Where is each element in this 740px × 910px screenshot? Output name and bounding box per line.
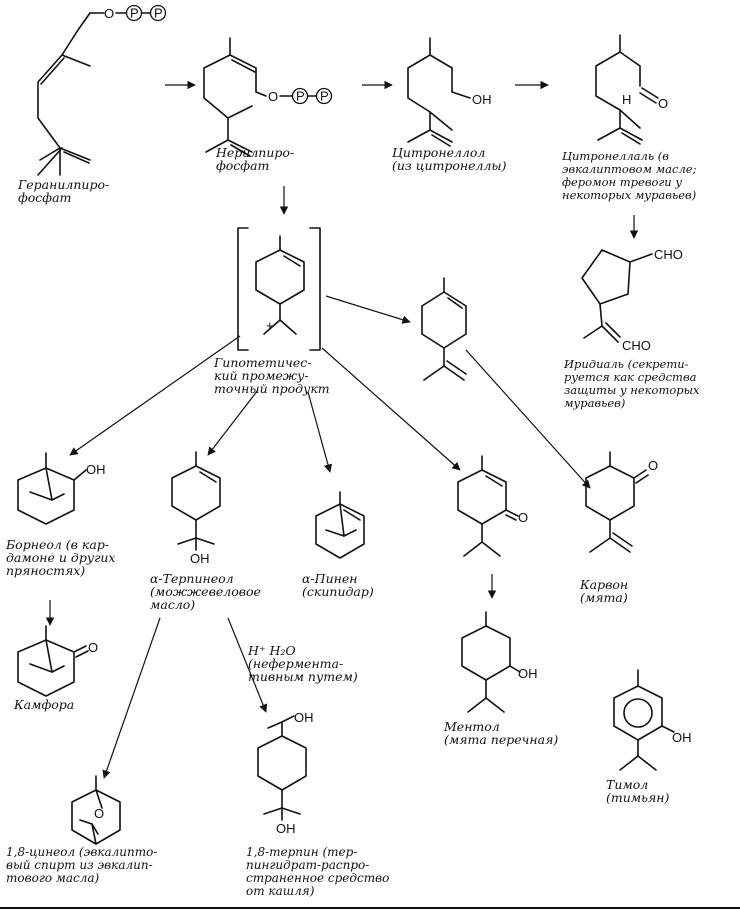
citronellal-o: O	[658, 96, 668, 111]
arrow-to-cineol	[102, 617, 161, 779]
terpineol-oh: OH	[190, 551, 210, 566]
label-pinene: α-Пинен(скипидар)	[302, 571, 374, 599]
label-camphor: Камфора	[14, 697, 75, 712]
intermediate-structure	[237, 227, 321, 351]
arrow-to-piperitone	[321, 347, 461, 471]
citronellal-h: H	[622, 92, 631, 107]
phosphate-circle-1	[125, 4, 143, 22]
label-citronellol: Цитронеллол(из цитронеллы)	[392, 145, 507, 173]
terpin-oh-bottom: OH	[276, 821, 296, 836]
label-terpin: 1,8-терпин (тер-пингидрат-распро-странен…	[246, 845, 390, 898]
citronellol-oh: OH	[472, 92, 492, 107]
carvone-structure	[585, 451, 649, 553]
cineol-structure	[71, 775, 121, 845]
arrow-to-terpineol	[207, 389, 259, 456]
neryl-phosphate-circle-2	[315, 87, 333, 105]
neryl-phosphate-circle-1	[291, 87, 309, 105]
phosphate-circle-2	[149, 4, 167, 22]
citronellol-structure	[407, 37, 471, 147]
carvone-o: O	[648, 458, 658, 473]
label-intermediate: Гипотетичес-кий промежу-точный продукт	[214, 355, 330, 396]
terpin-structure	[257, 715, 307, 821]
limonene-structure	[421, 277, 467, 381]
terpineol-structure	[171, 451, 221, 551]
neryl-phosphate-1: P	[296, 89, 305, 104]
bottom-rule	[0, 907, 740, 909]
citronellal-structure	[595, 34, 659, 145]
borneol-oh: OH	[86, 462, 106, 477]
label-cineol: 1,8-цинеол (эвкалипто-вый спирт из эвкал…	[6, 845, 158, 885]
neryl-pyrophosphate-structure	[203, 37, 317, 157]
iridial-cho-2: CHO	[622, 338, 651, 353]
neryl-phosphate-2: P	[320, 89, 329, 104]
geranyl-pyrophosphate-structure	[37, 12, 151, 176]
camphor-structure	[17, 625, 89, 697]
thymol-structure	[613, 669, 675, 771]
arrow-intermediate-to-limonene	[325, 295, 411, 324]
arrow-limonene-to-carvone	[465, 349, 591, 489]
arrow-to-borneol	[69, 335, 241, 456]
label-geranyl-pyrophosphate: Геранилпиро-фосфат	[18, 177, 110, 205]
neryl-oxygen: O	[268, 89, 278, 104]
iridial-structure	[581, 249, 653, 343]
cineol-o: O	[94, 806, 104, 821]
label-carvone: Карвон(мята)	[580, 577, 629, 605]
phosphate-2: P	[154, 6, 163, 21]
label-thymol: Тимол(тимьян)	[606, 777, 670, 805]
carbocation-plus: +	[266, 318, 274, 333]
thymol-oh: OH	[672, 730, 692, 745]
arrow-to-pinene	[307, 391, 333, 473]
pinene-structure	[315, 491, 365, 559]
menthol-structure	[461, 611, 521, 713]
menthol-oh: OH	[518, 666, 538, 681]
phosphate-1: P	[130, 6, 139, 21]
iridial-cho-1: CHO	[654, 247, 683, 262]
piperitone-o: O	[518, 510, 528, 525]
borneol-structure	[17, 452, 87, 525]
label-nonenzymatic: H⁺ H₂O(неферментa-тивным путем)	[248, 643, 358, 684]
label-neryl-pyrophosphate: Нерилпиро-фосфат	[216, 145, 295, 173]
terpin-oh-top: OH	[294, 710, 314, 725]
camphor-o: O	[88, 640, 98, 655]
label-menthol: Ментол(мята перечная)	[444, 719, 559, 747]
geranyl-oxygen: O	[104, 6, 114, 21]
piperitone-structure	[457, 455, 519, 557]
arrow-to-terpin	[227, 617, 268, 713]
